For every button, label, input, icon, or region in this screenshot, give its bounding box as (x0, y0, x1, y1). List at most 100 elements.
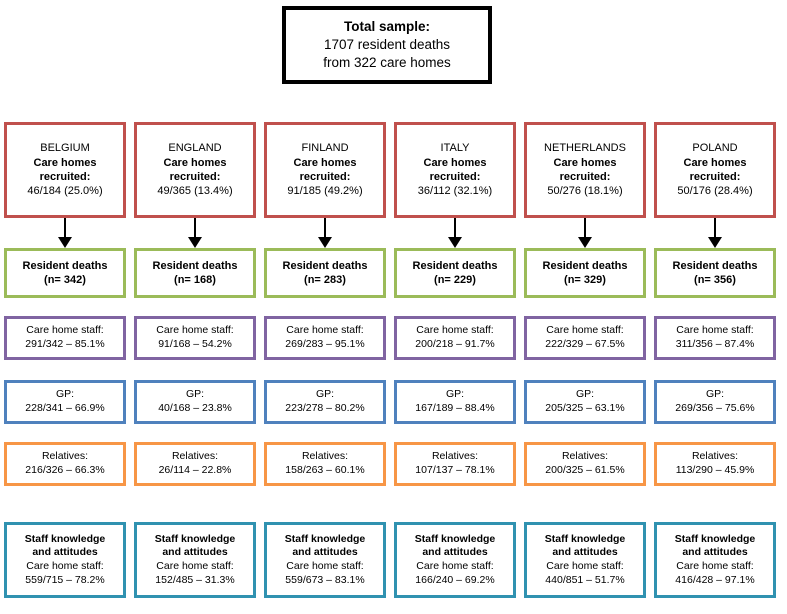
arrow-down-icon (180, 218, 210, 248)
care-home-staff-label: Care home staff: (26, 324, 104, 337)
care-home-staff-label: Care home staff: (156, 324, 234, 337)
arrow-down-icon (700, 218, 730, 248)
knowledge-value: 152/485 – 31.3% (155, 573, 235, 586)
country-name: BELGIUM (40, 142, 90, 155)
resident-deaths-box-belgium: Resident deaths (n= 342) (4, 248, 126, 298)
gp-box-netherlands: GP: 205/325 – 63.1% (524, 380, 646, 424)
relatives-box-belgium: Relatives: 216/326 – 66.3% (4, 442, 126, 486)
arrow-down-icon (570, 218, 600, 248)
relatives-box-poland: Relatives: 113/290 – 45.9% (654, 442, 776, 486)
gp-value: 228/341 – 66.9% (25, 402, 105, 414)
knowledge-label-1: Staff knowledge (544, 532, 626, 545)
care-homes-recruited-value: 50/176 (28.4%) (677, 185, 753, 198)
total-sample-box: Total sample: 1707 resident deaths from … (282, 6, 492, 84)
care-home-staff-value: 200/218 – 91.7% (415, 338, 495, 350)
relatives-label: Relatives: (41, 450, 89, 463)
care-home-staff-box-italy: Care home staff: 200/218 – 91.7% (394, 316, 516, 360)
gp-box-belgium: GP: 228/341 – 66.9% (4, 380, 126, 424)
knowledge-label-3: Care home staff: (546, 560, 624, 572)
knowledge-label-2: and attitudes (422, 546, 488, 559)
resident-deaths-box-netherlands: Resident deaths (n= 329) (524, 248, 646, 298)
relatives-value: 107/137 – 78.1% (415, 464, 495, 476)
care-homes-recruited-label-2: recruited: (299, 171, 351, 183)
gp-value: 269/356 – 75.6% (675, 402, 755, 414)
knowledge-label-2: and attitudes (552, 546, 618, 559)
country-box-poland: POLAND Care homes recruited: 50/176 (28.… (654, 122, 776, 218)
knowledge-value: 166/240 – 69.2% (415, 573, 495, 586)
care-homes-recruited-label-2: recruited: (169, 171, 221, 183)
care-homes-recruited-value: 50/276 (18.1%) (547, 185, 623, 198)
staff-knowledge-box-england: Staff knowledge and attitudes Care home … (134, 522, 256, 598)
relatives-box-netherlands: Relatives: 200/325 – 61.5% (524, 442, 646, 486)
gp-box-italy: GP: 167/189 – 88.4% (394, 380, 516, 424)
staff-knowledge-box-italy: Staff knowledge and attitudes Care home … (394, 522, 516, 598)
arrow-down-icon (440, 218, 470, 248)
gp-value: 205/325 – 63.1% (545, 402, 625, 414)
knowledge-label-2: and attitudes (682, 546, 748, 559)
relatives-value: 113/290 – 45.9% (675, 464, 755, 476)
knowledge-label-1: Staff knowledge (154, 532, 236, 545)
care-home-staff-box-belgium: Care home staff: 291/342 – 85.1% (4, 316, 126, 360)
resident-deaths-value: (n= 329) (564, 274, 606, 286)
relatives-value: 158/263 – 60.1% (285, 464, 365, 476)
relatives-box-england: Relatives: 26/114 – 22.8% (134, 442, 256, 486)
care-home-staff-box-england: Care home staff: 91/168 – 54.2% (134, 316, 256, 360)
country-box-england: ENGLAND Care homes recruited: 49/365 (13… (134, 122, 256, 218)
knowledge-value: 416/428 – 97.1% (675, 573, 755, 586)
country-box-finland: FINLAND Care homes recruited: 91/185 (49… (264, 122, 386, 218)
resident-deaths-value: (n= 342) (44, 274, 86, 286)
relatives-box-finland: Relatives: 158/263 – 60.1% (264, 442, 386, 486)
resident-deaths-value: (n= 356) (694, 274, 736, 286)
care-home-staff-label: Care home staff: (676, 324, 754, 337)
care-home-staff-label: Care home staff: (286, 324, 364, 337)
gp-label: GP: (705, 388, 725, 401)
knowledge-label-1: Staff knowledge (674, 532, 756, 545)
care-home-staff-label: Care home staff: (416, 324, 494, 337)
resident-deaths-value: (n= 283) (304, 274, 346, 286)
knowledge-label-2: and attitudes (292, 546, 358, 559)
care-homes-recruited-value: 46/184 (25.0%) (27, 185, 103, 198)
care-home-staff-value: 269/283 – 95.1% (285, 338, 365, 350)
country-name: POLAND (692, 142, 738, 155)
resident-deaths-box-italy: Resident deaths (n= 229) (394, 248, 516, 298)
country-box-italy: ITALY Care homes recruited: 36/112 (32.1… (394, 122, 516, 218)
gp-label: GP: (575, 388, 595, 401)
gp-box-finland: GP: 223/278 – 80.2% (264, 380, 386, 424)
resident-deaths-label: Resident deaths (412, 259, 498, 272)
arrow-down-icon (310, 218, 340, 248)
care-home-staff-label: Care home staff: (546, 324, 624, 337)
knowledge-label-1: Staff knowledge (414, 532, 496, 545)
care-home-staff-value: 91/168 – 54.2% (158, 338, 232, 350)
staff-knowledge-box-finland: Staff knowledge and attitudes Care home … (264, 522, 386, 598)
relatives-label: Relatives: (301, 450, 349, 463)
care-home-staff-value: 222/329 – 67.5% (545, 338, 625, 350)
relatives-label: Relatives: (561, 450, 609, 463)
care-homes-recruited-label-1: Care homes (163, 156, 227, 169)
relatives-value: 26/114 – 22.8% (158, 464, 232, 476)
relatives-box-italy: Relatives: 107/137 – 78.1% (394, 442, 516, 486)
country-box-belgium: BELGIUM Care homes recruited: 46/184 (25… (4, 122, 126, 218)
gp-box-england: GP: 40/168 – 23.8% (134, 380, 256, 424)
knowledge-label-3: Care home staff: (416, 560, 494, 572)
country-name: ITALY (440, 142, 470, 155)
country-name: NETHERLANDS (544, 142, 626, 155)
resident-deaths-label: Resident deaths (22, 259, 108, 272)
knowledge-label-3: Care home staff: (676, 560, 754, 572)
care-homes-recruited-label-1: Care homes (423, 156, 487, 169)
knowledge-label-3: Care home staff: (286, 560, 364, 572)
staff-knowledge-box-belgium: Staff knowledge and attitudes Care home … (4, 522, 126, 598)
relatives-value: 216/326 – 66.3% (25, 464, 105, 476)
gp-label: GP: (185, 388, 205, 401)
care-home-staff-box-poland: Care home staff: 311/356 – 87.4% (654, 316, 776, 360)
resident-deaths-label: Resident deaths (542, 259, 628, 272)
gp-value: 40/168 – 23.8% (158, 402, 232, 414)
resident-deaths-label: Resident deaths (282, 259, 368, 272)
gp-label: GP: (315, 388, 335, 401)
care-homes-recruited-label-1: Care homes (553, 156, 617, 169)
knowledge-value: 559/715 – 78.2% (25, 573, 105, 586)
knowledge-label-2: and attitudes (32, 546, 98, 559)
resident-deaths-label: Resident deaths (672, 259, 758, 272)
total-sample-title: Total sample: (343, 19, 431, 35)
care-homes-recruited-label-1: Care homes (683, 156, 747, 169)
